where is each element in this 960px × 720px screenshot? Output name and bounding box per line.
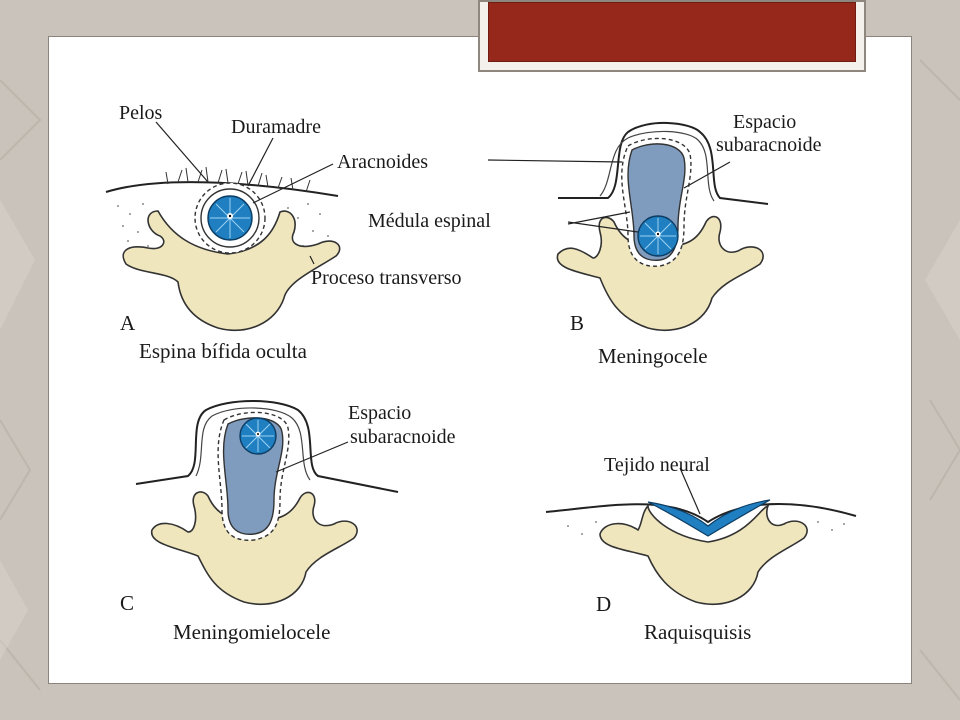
panel-b-label-subaracnoide: subaracnoide [716,135,822,155]
panel-b-label-espacio: Espacio [733,112,796,132]
panel-c-caption: Meningomielocele [173,622,330,643]
label-medula-espinal: Médula espinal [368,211,491,231]
panel-c-letter: C [120,593,134,614]
panel-b-caption: Meningocele [598,346,708,367]
panel-d-label-tejido-neural: Tejido neural [604,455,710,475]
label-aracnoides: Aracnoides [337,152,428,172]
label-pelos: Pelos [119,103,162,123]
panel-d-illustration [546,468,856,604]
slide-title-placeholder [478,0,866,72]
label-proceso-transverso: Proceso transverso [311,268,462,288]
label-duramadre: Duramadre [231,117,321,137]
panel-c-label-subaracnoide: subaracnoide [350,427,456,447]
panel-d-letter: D [596,594,611,615]
panel-d-caption: Raquisquisis [644,622,751,643]
panel-c-label-espacio: Espacio [348,403,411,423]
title-bar [488,2,856,62]
panel-a-letter: A [120,313,135,334]
panel-a-caption: Espina bífida oculta [139,341,307,362]
panel-a-illustration [106,122,340,330]
panel-b-letter: B [570,313,584,334]
